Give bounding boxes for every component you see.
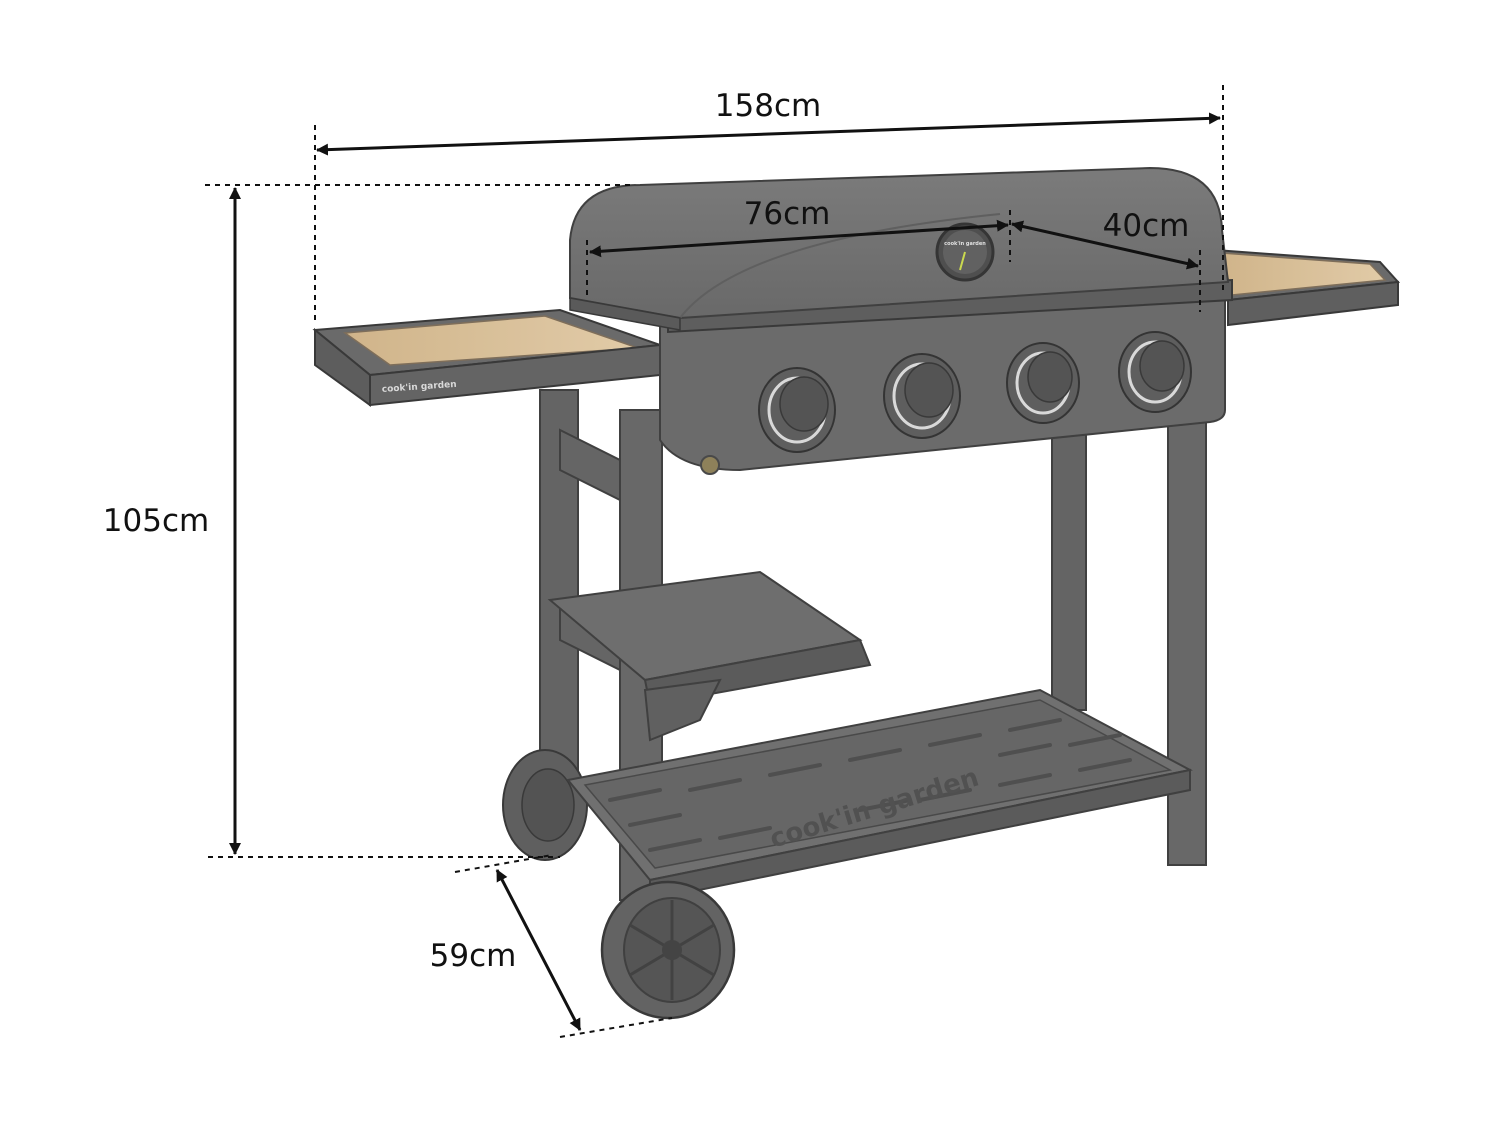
- rear-right-leg: [1051, 429, 1087, 711]
- knob-4: [1118, 331, 1192, 413]
- bbq-illustration: cook'in garden cook'in garden: [312, 166, 1401, 1020]
- overall-width-arrow: [316, 112, 1221, 156]
- depth-arrow: [495, 869, 582, 1031]
- knob-3: [1006, 342, 1080, 424]
- dimension-labels: 158cm 76cm 40cm 105cm 59cm: [103, 88, 1190, 974]
- front-right-leg: [1167, 409, 1207, 866]
- middle-shelf: [547, 570, 872, 742]
- right-side-shelf: [1213, 248, 1401, 327]
- griddle-depth-arrow: [1011, 220, 1199, 270]
- gas-connector: [700, 455, 720, 475]
- griddle-width-arrow: [589, 219, 1009, 258]
- control-knobs: [758, 331, 1192, 453]
- height-label: 105cm: [103, 503, 209, 539]
- depth-label: 59cm: [430, 938, 517, 974]
- extension-lines: [205, 85, 1224, 1038]
- front-wheel: [600, 880, 736, 1020]
- griddle-width-label: 76cm: [744, 196, 831, 232]
- dimension-annotations: [205, 85, 1224, 1038]
- knob-2: [883, 353, 961, 439]
- bottom-tray: cook'in garden: [566, 688, 1193, 902]
- rear-wheel: [502, 749, 588, 861]
- griddle-depth-label: 40cm: [1103, 208, 1190, 244]
- overall-width-label: 158cm: [715, 88, 821, 124]
- left-side-shelf: cook'in garden: [312, 308, 661, 407]
- gauge-brand: cook'in garden: [944, 241, 986, 247]
- temperature-gauge: cook'in garden: [935, 222, 995, 282]
- knob-1: [758, 367, 836, 453]
